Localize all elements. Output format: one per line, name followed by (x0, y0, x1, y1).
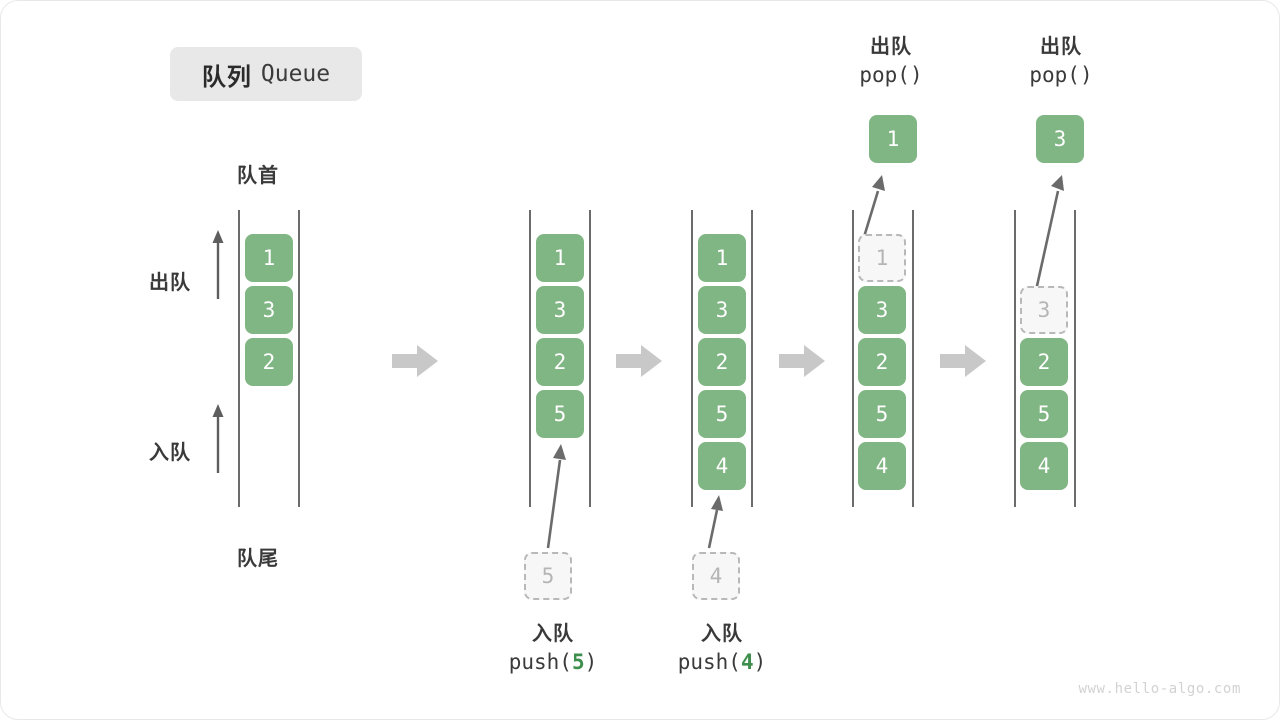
rail-right (589, 210, 591, 507)
dequeued-element-ghost: 1 (858, 234, 906, 282)
dequeued-element-ghost: 3 (1020, 286, 1068, 334)
rail-right (1074, 210, 1076, 507)
stage-transition-arrow (779, 345, 825, 377)
label-rear: 队尾 (237, 548, 279, 570)
stage-transition-arrow (616, 345, 662, 377)
title-cn: 队列 (201, 63, 252, 91)
queue-element: 2 (245, 338, 293, 386)
incoming-element-ghost: 5 (524, 552, 572, 600)
queue-element: 2 (858, 338, 906, 386)
queue-element: 1 (536, 234, 584, 282)
label-front: 队首 (237, 165, 279, 187)
label-enqueue: 入队 (149, 442, 191, 464)
watermark: www.hello-algo.com (1078, 681, 1241, 697)
operation-caption-pop-1: 出队 pop() (859, 36, 923, 87)
enqueue-arrow (546, 444, 566, 549)
queue-element: 5 (698, 390, 746, 438)
queue-element: 3 (245, 286, 293, 334)
dequeue-arrow (862, 175, 885, 238)
rail-left (529, 210, 531, 507)
rail-right (751, 210, 753, 507)
queue-element: 3 (858, 286, 906, 334)
queue-element-new: 4 (698, 442, 746, 490)
queue-element: 4 (1020, 442, 1068, 490)
queue-element: 1 (698, 234, 746, 282)
popped-element: 3 (1036, 115, 1084, 163)
rail-left (238, 210, 240, 507)
operation-caption-push-4: 入队 push(4) (677, 623, 767, 674)
dequeue-direction-arrow (212, 230, 224, 299)
diagram-title: 队列 Queue (170, 47, 362, 101)
operation-caption-pop-3: 出队 pop() (1029, 36, 1093, 87)
stage-transition-arrow (940, 345, 986, 377)
queue-element-new: 5 (536, 390, 584, 438)
label-dequeue: 出队 (149, 272, 191, 294)
dequeue-arrow (1033, 175, 1064, 296)
queue-element: 3 (536, 286, 584, 334)
popped-element: 1 (869, 115, 917, 163)
rail-left (1014, 210, 1016, 507)
incoming-element-ghost: 4 (692, 552, 740, 600)
queue-element: 4 (858, 442, 906, 490)
stage-transition-arrow (392, 345, 438, 377)
rail-left (691, 210, 693, 507)
queue-element: 5 (1020, 390, 1068, 438)
rail-left (852, 210, 854, 507)
queue-element: 3 (698, 286, 746, 334)
operation-caption-push-5: 入队 push(5) (508, 623, 598, 674)
queue-element: 5 (858, 390, 906, 438)
rail-right (912, 210, 914, 507)
queue-element: 2 (698, 338, 746, 386)
queue-element: 2 (536, 338, 584, 386)
rail-right (298, 210, 300, 507)
enqueue-direction-arrow (212, 404, 224, 473)
queue-element: 2 (1020, 338, 1068, 386)
queue-element: 1 (245, 234, 293, 282)
enqueue-arrow (707, 495, 723, 549)
title-en: Queue (260, 61, 331, 87)
